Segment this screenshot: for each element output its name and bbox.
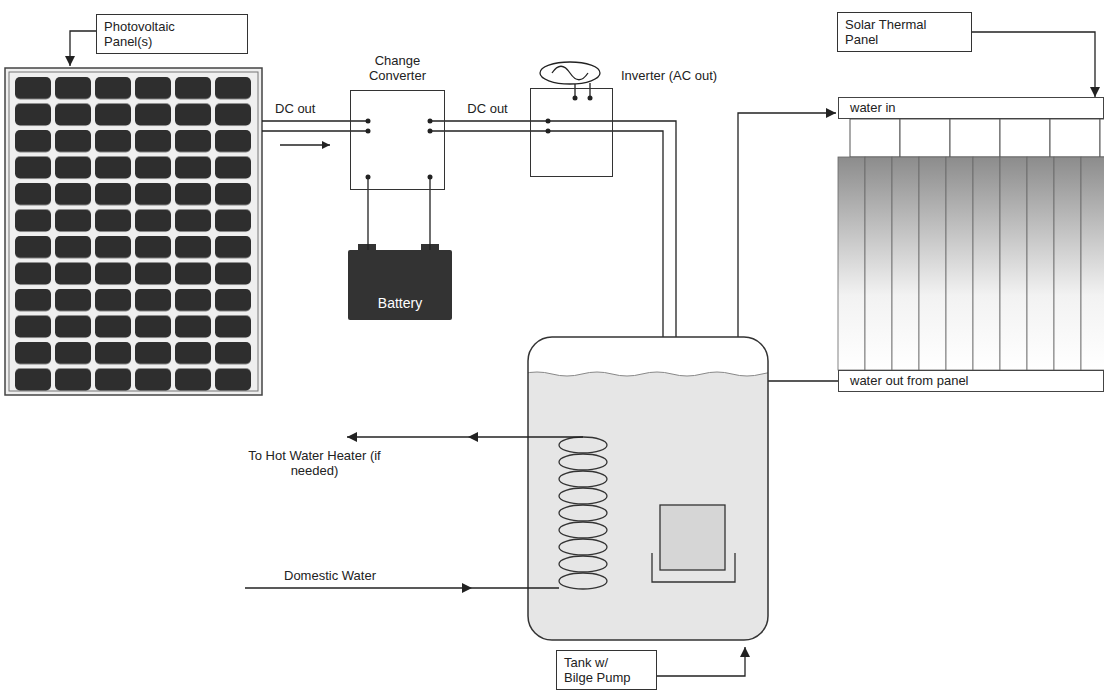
callout-box: Photovoltaic Panel(s) <box>96 14 248 54</box>
terminal-dot <box>573 96 578 101</box>
hot-water-line <box>347 436 583 437</box>
terminal-dot <box>588 96 593 101</box>
component-label: Battery <box>378 295 422 311</box>
manifold-band: water out from panel <box>838 370 1104 392</box>
annotation-label: To Hot Water Heater (if needed) <box>232 448 397 478</box>
ac-symbol <box>540 62 600 84</box>
inverter-box: Inverter (AC out) <box>530 88 613 177</box>
cold-water-line <box>245 587 559 588</box>
callout-text: Solar Thermal Panel <box>845 17 945 47</box>
tube <box>892 157 919 370</box>
arrow-connector <box>972 32 1095 97</box>
thermal-panel: water in water out from panel <box>838 97 1104 392</box>
coil-loop <box>559 488 607 504</box>
flow-arrow <box>468 432 478 442</box>
terminal-dots <box>366 119 433 180</box>
leader-arrow <box>657 647 745 676</box>
tube <box>838 157 865 370</box>
heat-exchanger-coil <box>559 437 607 589</box>
terminal-dot <box>366 175 371 180</box>
coil-loop <box>559 539 607 555</box>
terminal-dot <box>428 175 433 180</box>
wire-connector <box>445 121 530 131</box>
tube <box>1027 157 1054 370</box>
manifold-segment <box>950 119 1000 157</box>
edge-label: DC out <box>465 101 509 116</box>
sine-wave <box>552 66 588 80</box>
tube <box>973 157 1000 370</box>
pv-cells <box>13 76 255 391</box>
terminal-dot <box>428 119 433 124</box>
callout-text: Photovoltaic Panel(s) <box>104 19 204 49</box>
manifold-band: water in <box>838 97 1104 119</box>
bilge-pump <box>660 505 725 570</box>
water-surface <box>528 372 768 376</box>
component-label: Change Converter <box>353 53 443 83</box>
manifold-segment <box>1100 119 1104 157</box>
coil-loop <box>559 573 607 589</box>
coil-loop <box>559 454 607 470</box>
converter-box: Change Converter <box>350 90 445 190</box>
pump-tray <box>652 553 735 582</box>
callout-box: Solar Thermal Panel <box>837 12 972 52</box>
flow-arrow <box>462 583 472 593</box>
tube <box>919 157 946 370</box>
leader-arrow <box>70 31 96 66</box>
component-label: Inverter (AC out) <box>621 68 717 83</box>
coil-loop <box>559 437 607 453</box>
manifold-segment <box>1000 119 1050 157</box>
pv-panel-frame <box>5 68 262 395</box>
terminal-dot <box>366 119 371 124</box>
tube <box>1081 157 1104 370</box>
callout-box: Tank w/ Bilge Pump <box>556 650 657 690</box>
battery-box: Battery <box>348 250 452 320</box>
terminal-dot <box>366 129 371 134</box>
terminal-dot <box>428 129 433 134</box>
wire-connector <box>368 190 430 250</box>
tube <box>1000 157 1027 370</box>
manifold-segment <box>850 119 900 157</box>
callout-text: Tank w/ Bilge Pump <box>564 655 636 685</box>
pv-panel-inner-frame <box>9 72 258 391</box>
terminal-wire <box>368 121 445 190</box>
annotation-label: DC out <box>275 101 315 116</box>
thermal-tubes <box>838 157 1104 370</box>
coil-loop <box>559 505 607 521</box>
tube <box>865 157 892 370</box>
tank-outline <box>528 337 768 640</box>
coil-loop <box>559 522 607 538</box>
manifold-segment <box>1050 119 1100 157</box>
ac-wire <box>575 83 590 98</box>
annotation-label: Domestic Water <box>255 568 405 583</box>
thermal-manifold <box>850 119 1104 157</box>
dc-wire <box>262 121 368 131</box>
tube <box>946 157 973 370</box>
coil-loop <box>559 556 607 572</box>
flow-arrow <box>280 144 330 145</box>
coil-loop <box>559 471 607 487</box>
tube <box>1054 157 1081 370</box>
manifold-segment <box>900 119 950 157</box>
tank-water <box>528 372 768 640</box>
